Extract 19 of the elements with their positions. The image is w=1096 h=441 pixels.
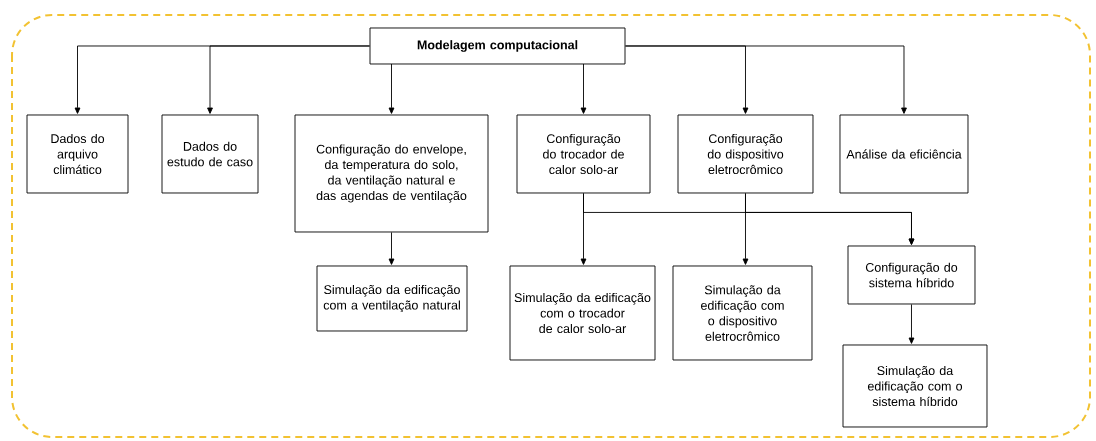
process-box: Configuração do dispositivo eletrocrômico bbox=[677, 114, 814, 194]
process-box: Dados do arquivo climático bbox=[26, 114, 129, 194]
process-box: Dados do estudo de caso bbox=[161, 114, 259, 194]
process-box: Simulação da edificação com o sistema híbrido bbox=[842, 344, 988, 428]
process-box: Configuração do trocador de calor solo-ar bbox=[516, 114, 651, 194]
arrow bbox=[388, 63, 395, 114]
arrow bbox=[625, 45, 907, 114]
arrow bbox=[908, 304, 915, 344]
process-box: Simulação da edificação com o dispositivo eletrocrômico bbox=[672, 265, 813, 361]
arrow bbox=[580, 63, 587, 114]
process-box: Simulação da edificação com a ventilação natural bbox=[316, 265, 468, 332]
process-box: Simulação da edificação com o trocador de calor solo-ar bbox=[509, 265, 656, 361]
title-box: Modelagem computacional bbox=[369, 27, 626, 65]
process-box: Configuração do sistema híbrido bbox=[847, 245, 976, 305]
process-box: Análise da eficiência bbox=[839, 114, 969, 194]
arrow bbox=[207, 45, 370, 114]
process-box: Configuração do envelope, da temperatura do solo, da ventilação natural e das agendas de ventilação bbox=[294, 114, 489, 233]
arrow bbox=[745, 193, 915, 245]
arrow bbox=[388, 232, 395, 265]
